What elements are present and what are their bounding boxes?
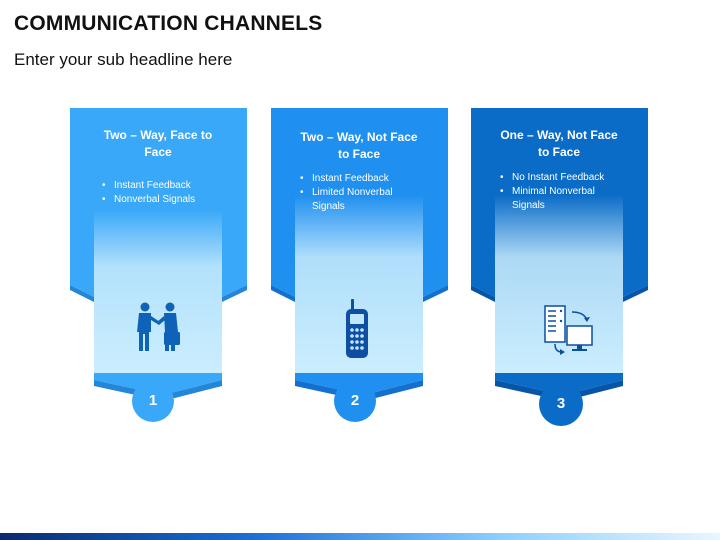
card-1-number: 1 bbox=[148, 392, 158, 409]
list-item: No Instant Feedback bbox=[498, 171, 620, 185]
card-2-text: Two – Way, Not Face to Face bbox=[287, 129, 431, 163]
card-2-title: Two – Way, Not Face to Face bbox=[300, 130, 418, 161]
card-3-bullets: No Instant Feedback Minimal NonverbalSig… bbox=[498, 171, 620, 213]
bottom-accent-bar bbox=[0, 533, 720, 540]
card-1-panel bbox=[94, 210, 222, 373]
card-2-number: 2 bbox=[350, 392, 360, 409]
card-1-text: Two – Way, Face to Face bbox=[88, 127, 228, 161]
card-3-panel bbox=[495, 195, 623, 373]
list-item: Instant Feedback bbox=[298, 172, 420, 186]
server-monitor-transfer-icon bbox=[544, 305, 593, 355]
card-3-number-badge bbox=[539, 382, 583, 426]
list-item: Instant Feedback bbox=[100, 179, 220, 193]
card-2-number-badge bbox=[334, 380, 376, 422]
card-1 bbox=[70, 108, 247, 422]
card-3-text: One – Way, Not Face to Face bbox=[487, 127, 631, 161]
card-3-number: 3 bbox=[556, 395, 566, 412]
mobile-phone-icon bbox=[346, 299, 368, 358]
page-title: COMMUNICATION CHANNELS bbox=[14, 12, 323, 35]
card-3-title: One – Way, Not Face to Face bbox=[500, 128, 618, 159]
handshake-people-icon bbox=[137, 302, 180, 351]
card-1-bullets: Instant Feedback Nonverbal Signals bbox=[100, 179, 220, 207]
card-2-bullets: Instant Feedback Limited NonverbalSignal… bbox=[298, 172, 420, 214]
card-1-number-badge bbox=[132, 380, 174, 422]
list-item: Nonverbal Signals bbox=[100, 193, 220, 207]
page-subtitle: Enter your sub headline here bbox=[14, 50, 233, 69]
card-1-title: Two – Way, Face to Face bbox=[103, 128, 213, 159]
